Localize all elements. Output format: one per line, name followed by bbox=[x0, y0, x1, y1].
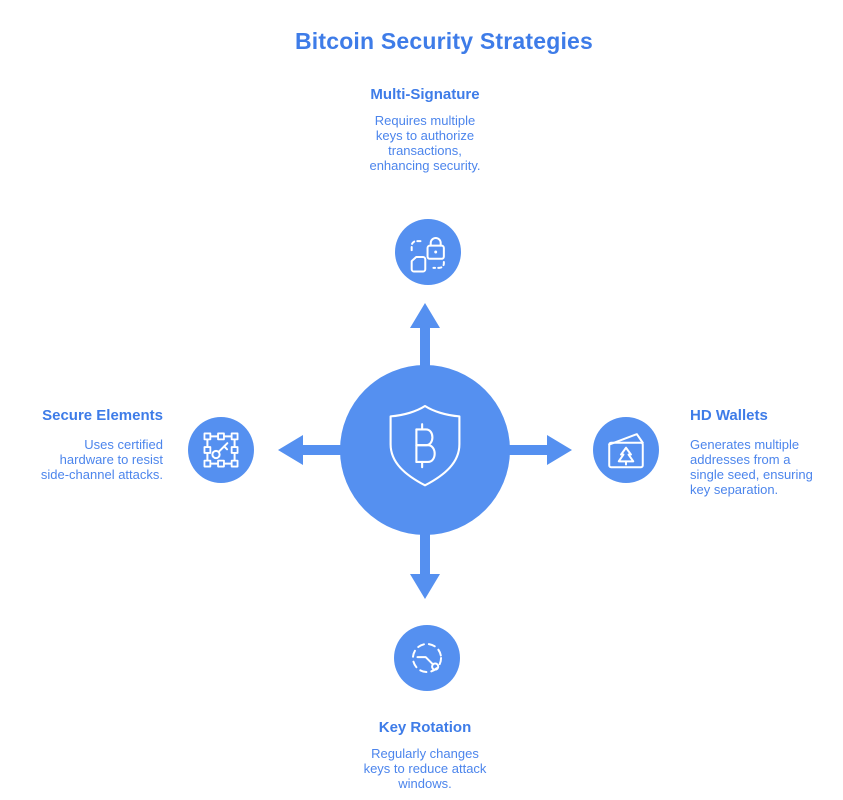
node-description: Generates multiple addresses from a sing… bbox=[690, 437, 813, 498]
key-rotation-icon-circle bbox=[394, 625, 460, 691]
arrow-down bbox=[410, 532, 440, 604]
chip-key-icon bbox=[203, 432, 239, 468]
page-title: Bitcoin Security Strategies bbox=[294, 28, 594, 54]
node-description: Regularly changes keys to reduce attack … bbox=[363, 746, 487, 792]
node-key-rotation: Key Rotation Regularly changes keys to r… bbox=[325, 719, 525, 791]
wallet-tree-icon bbox=[608, 433, 644, 469]
node-hd-wallets: HD Wallets Generates multiple addresses … bbox=[690, 407, 843, 497]
node-heading: Key Rotation bbox=[378, 719, 472, 736]
bitcoin-shield-icon bbox=[389, 404, 461, 487]
document-lock-icon bbox=[410, 237, 445, 273]
node-secure-elements: Secure Elements Uses certified hardware … bbox=[13, 407, 163, 482]
node-multi-signature: Multi-Signature Requires multiple keys t… bbox=[320, 86, 530, 173]
central-hub-circle bbox=[340, 365, 510, 535]
node-heading: Secure Elements bbox=[42, 407, 163, 424]
arrow-right bbox=[505, 435, 572, 470]
secure-elements-icon-circle bbox=[188, 417, 254, 483]
arrow-up bbox=[410, 303, 440, 375]
node-description: Uses certified hardware to resist side-c… bbox=[40, 437, 163, 483]
hd-wallets-icon-circle bbox=[593, 417, 659, 483]
arrow-left bbox=[278, 435, 345, 470]
key-rotation-icon bbox=[411, 642, 443, 674]
node-description: Requires multiple keys to authorize tran… bbox=[369, 113, 481, 174]
multi-signature-icon-circle bbox=[395, 219, 461, 285]
node-heading: Multi-Signature bbox=[370, 86, 480, 103]
node-heading: HD Wallets bbox=[690, 407, 768, 424]
